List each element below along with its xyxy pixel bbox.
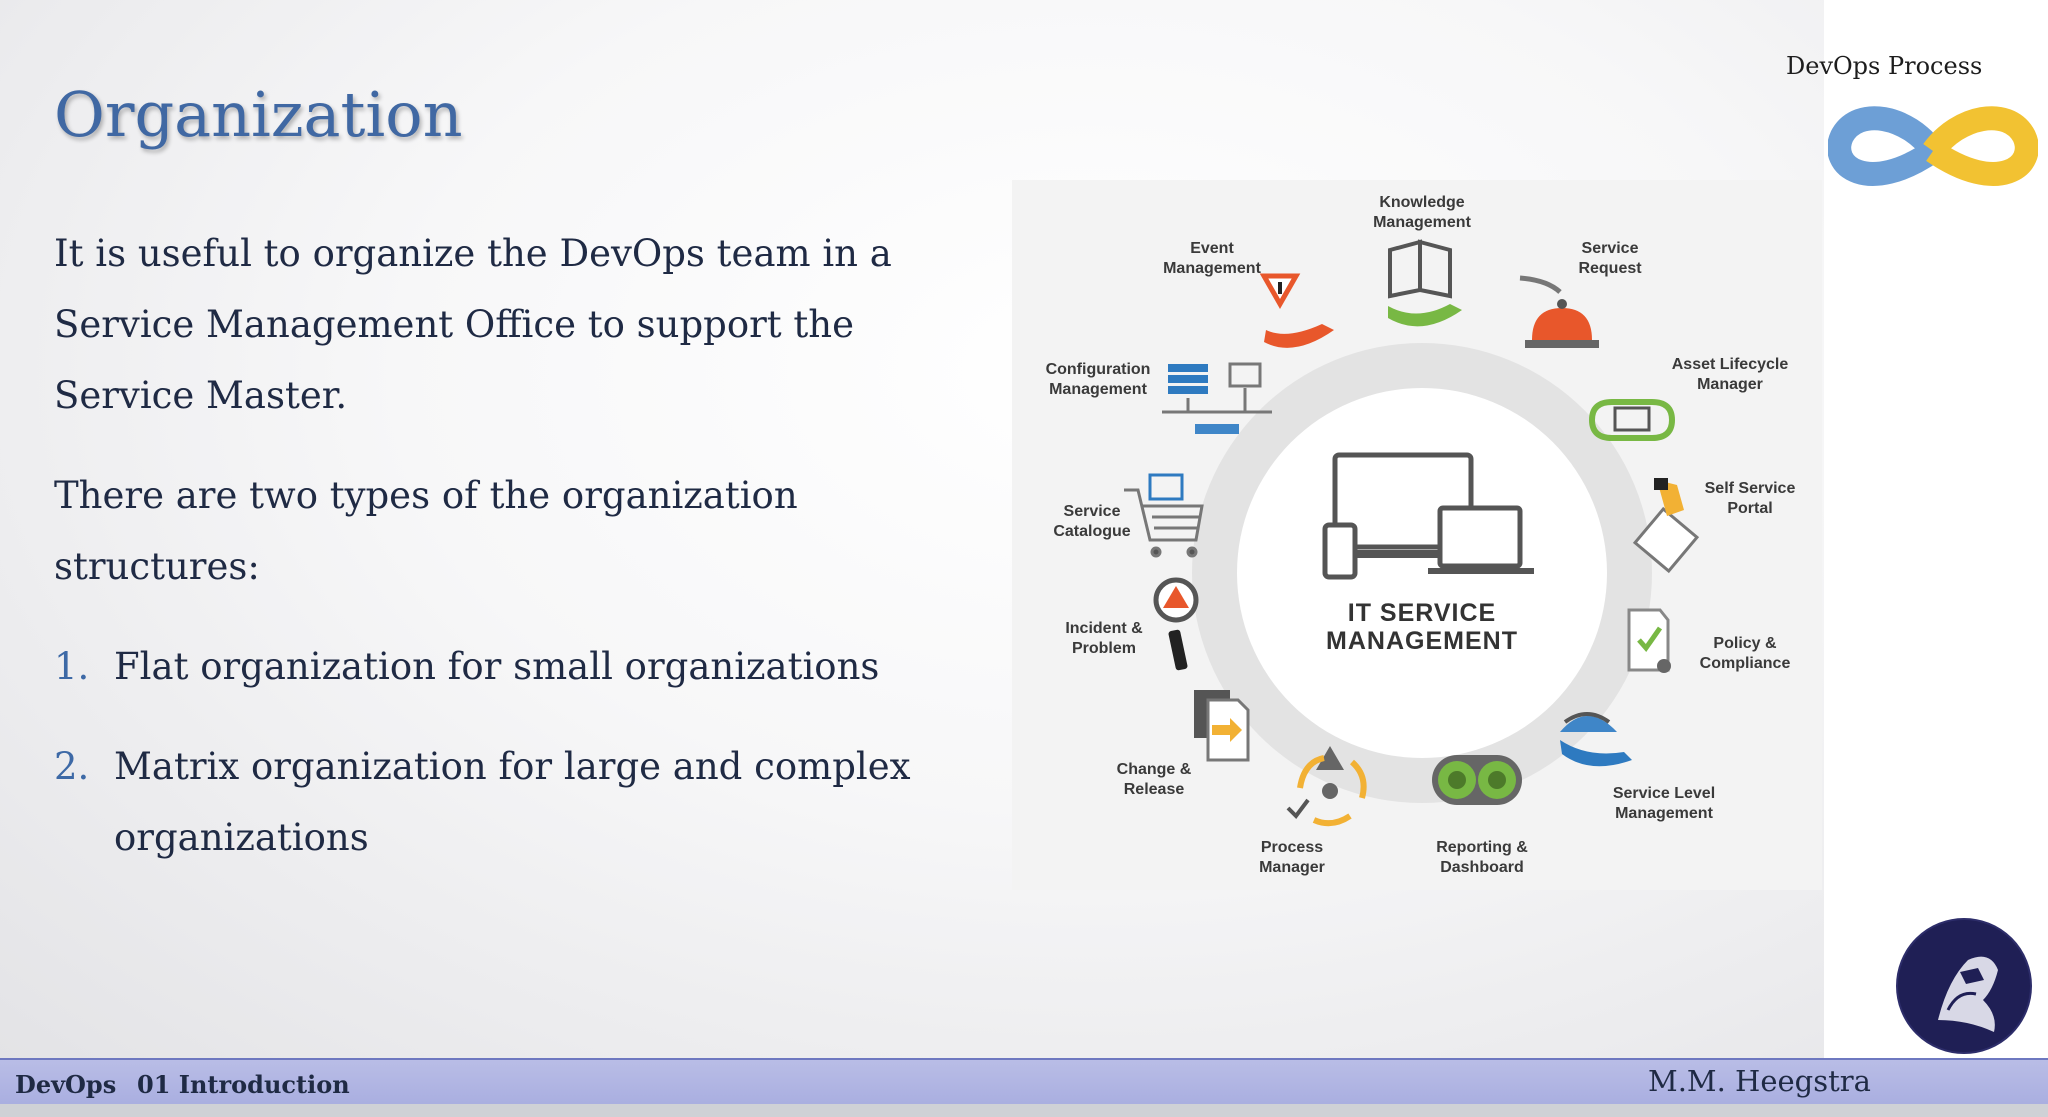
list-number: 1. (54, 645, 90, 688)
service-level-icon (1560, 712, 1632, 767)
node-label-line: Reporting & (1436, 839, 1528, 856)
dashboard-gauges-icon (1432, 755, 1522, 805)
university-seal-logo (1896, 918, 2032, 1054)
node-label-line: Knowledge (1379, 194, 1464, 211)
node-label-line: Self Service (1705, 480, 1796, 497)
center-label-line: MANAGEMENT (1326, 627, 1518, 655)
node-label-line: Asset Lifecycle (1672, 356, 1789, 373)
slide-title: Organization (54, 78, 463, 151)
node-label-line: Portal (1727, 500, 1772, 517)
itsm-diagram-image: IT SERVICE MANAGEMENT Knowledge Manageme… (1012, 180, 1822, 890)
devops-process-label: DevOps Process (1786, 52, 1983, 80)
shopping-cart-icon (1124, 473, 1204, 558)
node-label-line: Request (1578, 260, 1642, 277)
footer-chapter: 01 Introduction (137, 1070, 350, 1099)
footer-author: M.M. Heegstra (1648, 1064, 1871, 1098)
node-label-line: Management (1373, 214, 1471, 231)
node-label-line: Change & (1117, 761, 1192, 778)
node-label-line: Management (1163, 260, 1261, 277)
footer-baseline (0, 1104, 2048, 1117)
devops-infinity-icon (1828, 106, 2038, 186)
node-label-line: Management (1049, 381, 1147, 398)
network-config-icon (1162, 362, 1272, 434)
itsm-diagram: IT SERVICE MANAGEMENT Knowledge Manageme… (1046, 194, 1796, 876)
service-bell-icon (1519, 275, 1599, 348)
node-label-line: Manager (1259, 859, 1325, 876)
node-label-line: Release (1124, 781, 1185, 798)
book-hand-icon (1388, 239, 1462, 327)
list-item-text: Flat organization for small organization… (114, 645, 880, 688)
footer-bar: DevOps 01 Introduction M.M. Heegstra (0, 1058, 2048, 1106)
numbered-list: 1. Flat organization for small organizat… (54, 631, 994, 873)
node-label-line: Incident & (1065, 620, 1143, 637)
center-label-line: IT SERVICE (1348, 599, 1496, 627)
node-label-line: Event (1190, 240, 1234, 257)
body-paragraph: It is useful to organize the DevOps team… (54, 232, 892, 417)
devices-icon (1322, 452, 1534, 580)
self-service-icon (1632, 478, 1700, 574)
node-label-line: Process (1261, 839, 1323, 856)
node-label-line: Management (1615, 805, 1713, 822)
process-cycle-icon (1286, 746, 1367, 827)
node-label-line: Policy & (1713, 635, 1777, 652)
list-item: 1. Flat organization for small organizat… (54, 631, 994, 702)
node-label-line: Problem (1072, 640, 1136, 657)
node-label-line: Dashboard (1440, 859, 1524, 876)
node-label-line: Compliance (1700, 655, 1791, 672)
slide-body: It is useful to organize the DevOps team… (54, 218, 994, 902)
inner-circle (1237, 388, 1607, 758)
list-item: 2. Matrix organization for large and com… (54, 731, 994, 873)
incident-magnifier-icon (1153, 577, 1199, 671)
node-label-line: Catalogue (1053, 523, 1130, 540)
policy-document-icon (1627, 608, 1671, 673)
change-release-icon (1194, 690, 1250, 762)
node-label-line: Configuration (1046, 361, 1151, 378)
footer-course: DevOps (15, 1070, 117, 1099)
node-label-line: Service (1064, 503, 1121, 520)
list-number: 2. (54, 745, 90, 788)
list-item-text: Matrix organization for large and comple… (114, 745, 911, 859)
node-label-line: Manager (1697, 376, 1763, 393)
lifecycle-icon (1588, 399, 1676, 441)
event-alert-icon (1259, 273, 1334, 348)
body-paragraph: There are two types of the organization … (54, 474, 798, 588)
node-label-line: Service Level (1613, 785, 1715, 802)
node-label-line: Service (1582, 240, 1639, 257)
